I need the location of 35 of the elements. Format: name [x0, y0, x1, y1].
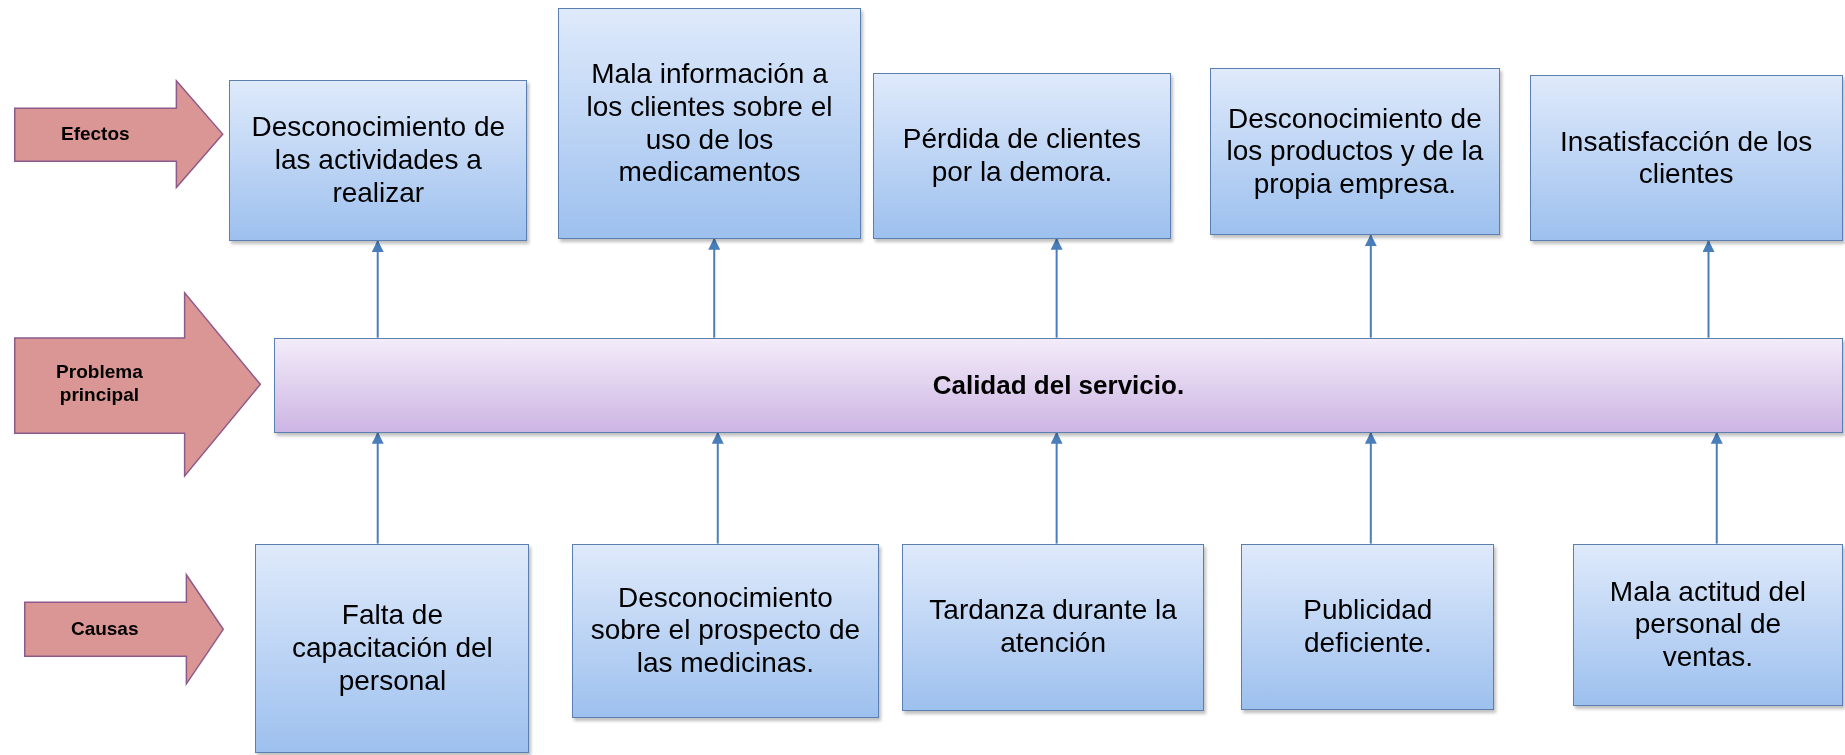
- arrow: [1050, 431, 1063, 545]
- process-box: [557, 8, 862, 239]
- arrow: [1710, 431, 1723, 545]
- process-box: [229, 80, 528, 242]
- process-box: [1529, 75, 1843, 242]
- box-text: Mala información a los clientes sobre el uso de los medicamentos: [586, 58, 833, 188]
- arrow: [708, 237, 721, 339]
- process-box: [571, 543, 879, 718]
- arrow-label: Efectos: [60, 122, 130, 146]
- arrow: [1702, 240, 1715, 339]
- box-text: Desconocimiento de las actividades a realizar: [251, 111, 506, 208]
- box-text: Insatisfacción de los clientes: [1560, 125, 1813, 190]
- box-text: Tardanza durante la atención: [929, 594, 1177, 659]
- problem-bar: [274, 337, 1843, 433]
- process-box: [902, 543, 1204, 711]
- arrow: [1364, 234, 1377, 339]
- process-box: [1573, 543, 1843, 706]
- arrow: [1364, 431, 1377, 545]
- arrow: [1050, 237, 1063, 339]
- box-text: Pérdida de clientes por la demora.: [902, 123, 1141, 187]
- box-text: Falta de capacitación del personal: [292, 599, 493, 696]
- box-text: Calidad del servicio.: [932, 370, 1185, 401]
- box-text: Desconocimiento de los productos y de la propia empresa.: [1226, 102, 1484, 200]
- process-box: [255, 543, 530, 754]
- arrow-label: Problema principal: [55, 361, 144, 407]
- box-text: Mala actitud del personal de ventas.: [1609, 575, 1806, 673]
- process-box: [873, 72, 1171, 239]
- arrow: [371, 431, 384, 545]
- process-box: [1209, 68, 1501, 236]
- arrow: [371, 240, 384, 339]
- arrow-label: Causas: [70, 618, 139, 641]
- box-text: Desconocimiento sobre el prospecto de las medicinas.: [590, 581, 861, 679]
- box-text: Publicidad deficiente.: [1303, 593, 1433, 658]
- arrow: [711, 431, 724, 545]
- process-box: [1241, 543, 1495, 710]
